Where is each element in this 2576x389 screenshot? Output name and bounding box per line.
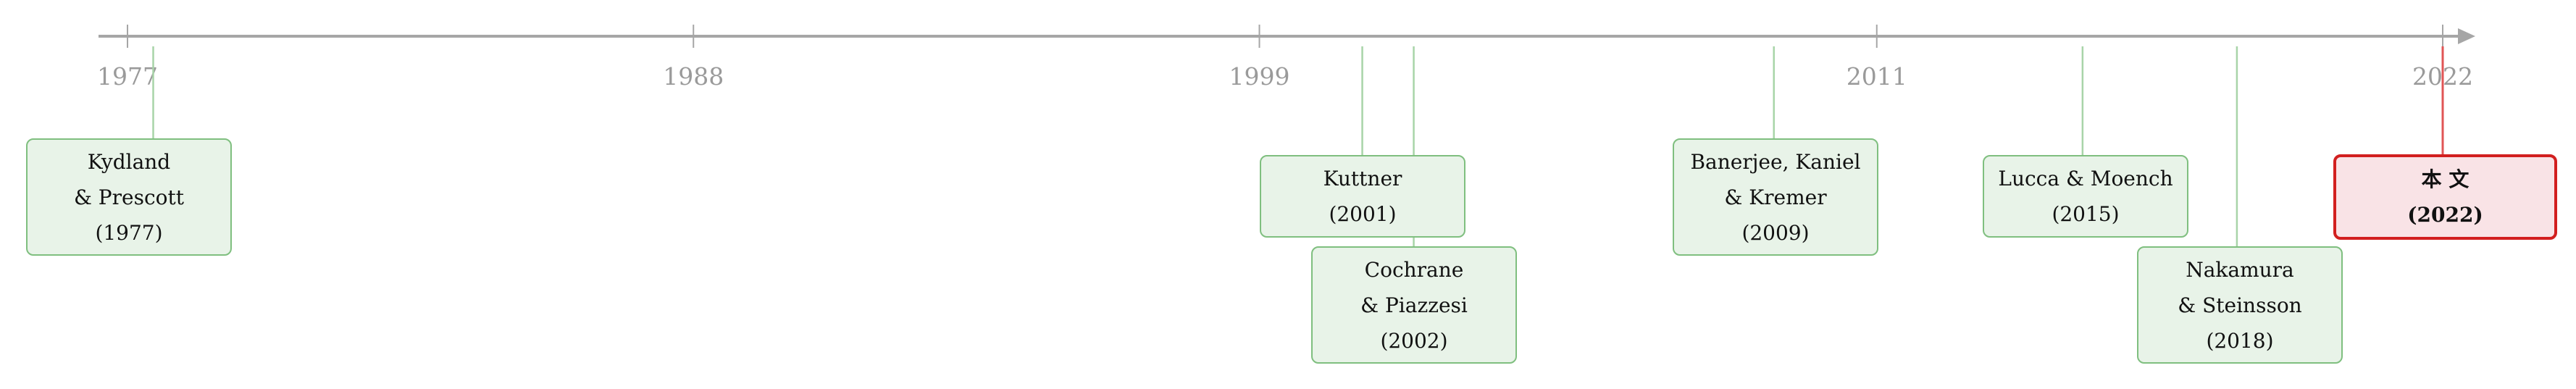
event-card-banerjee: Banerjee, Kaniel & Kremer (2009)	[1673, 138, 1878, 256]
card-line: (2001)	[1329, 202, 1397, 226]
axis-arrow-icon	[2458, 28, 2475, 44]
tick-label: 1999	[1229, 62, 1289, 91]
card-line: Cochrane	[1364, 257, 1464, 282]
tick-label: 1977	[97, 62, 158, 91]
card-line: Lucca & Moench	[1998, 167, 2173, 191]
card-line: (2022)	[2407, 203, 2483, 227]
card-line: & Kremer	[1724, 185, 1827, 209]
event-card-nakamura: Nakamura & Steinsson (2018)	[2137, 246, 2343, 364]
card-line: (2009)	[1741, 220, 1810, 245]
card-line: (2002)	[1380, 328, 1448, 353]
event-card-lucca: Lucca & Moench (2015)	[1983, 155, 2188, 238]
card-line: Banerjee, Kaniel	[1690, 149, 1861, 174]
card-line: (2015)	[2052, 202, 2120, 226]
card-line: Kydland	[87, 149, 171, 174]
event-card-this-paper: 本 文 (2022)	[2333, 154, 2557, 240]
event-card-kuttner: Kuttner (2001)	[1260, 155, 1465, 238]
event-card-kydland: Kydland & Prescott (1977)	[26, 138, 232, 256]
card-line: (2018)	[2206, 328, 2274, 353]
event-card-cochrane: Cochrane & Piazzesi (2002)	[1311, 246, 1517, 364]
card-line: & Piazzesi	[1360, 293, 1468, 317]
tick-label: 2011	[1847, 62, 1907, 91]
card-line: Nakamura	[2186, 257, 2294, 282]
card-line: Kuttner	[1323, 167, 1402, 191]
card-line: (1977)	[95, 220, 163, 245]
tick-label: 1988	[663, 62, 724, 91]
card-line: & Prescott	[73, 185, 185, 209]
card-line: & Steinsson	[2178, 293, 2302, 317]
card-line: 本 文	[2421, 167, 2470, 191]
